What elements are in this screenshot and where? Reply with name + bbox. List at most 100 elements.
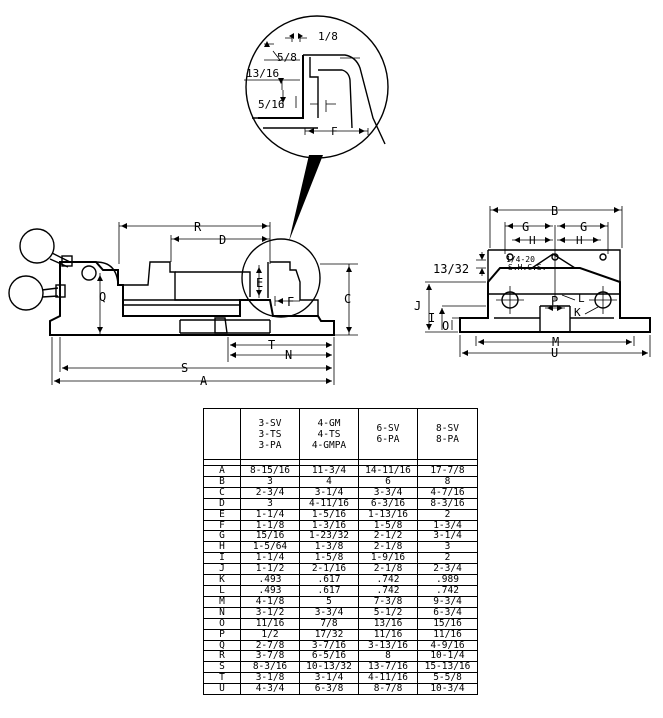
table-cell: 5-5/8 [417,672,478,685]
dim-q: Q [99,290,106,304]
table-row-label: L [203,584,241,597]
table-cell: 8 [358,650,418,663]
table-header-6-series: 6-SV 6-PA [358,408,418,460]
dim-f: F [287,295,294,309]
dim-h-right: H [576,234,583,247]
dim-g-left: G [522,220,529,234]
dim-u: U [551,346,558,360]
table-cell: 2-7/8 [240,639,300,652]
dimensions-table: 3-SV 3-TS 3-PA 4-GM 4-TS 4-GMPA 6-SV 6-P… [203,408,478,696]
table-cell: 2-3/4 [240,486,300,499]
table-cell: 8-7/8 [358,683,418,696]
table-cell: 4-9/16 [417,639,478,652]
table-row: K.493.617.742.989 [203,574,478,586]
table-cell: 17/32 [299,628,359,641]
table-header-8-series: 8-SV 8-PA [417,408,478,460]
dim-b: B [551,204,558,218]
dim-g-right: G [580,220,587,234]
dim-s: S [181,361,188,375]
dim-o: O [442,319,449,333]
dim-r: R [194,220,202,234]
table-row-label: M [203,595,241,608]
table-cell: 8-3/16 [417,497,478,510]
table-cell: 2 [417,552,478,565]
table-cell: 1-3/4 [417,519,478,532]
table-cell: 8-15/16 [240,465,300,477]
table-cell: 11/16 [240,617,300,630]
table-cell: 1-5/8 [299,552,359,565]
table-cell: 1-5/16 [299,508,359,521]
table-cell: 1-13/16 [358,508,418,521]
dim-h-left: H [529,234,536,247]
table-cell: 17-7/8 [417,465,478,477]
table-cell: 1-9/16 [358,552,418,565]
table-row-label: F [203,519,241,532]
detail-1-8: 1/8 [318,30,338,43]
dim-t: T [268,338,275,352]
dim-a: A [200,374,208,388]
dim-j: J [414,299,421,313]
table-cell: 1/2 [240,628,300,641]
dim-c: C [344,292,351,306]
table-cell: 1-3/16 [299,519,359,532]
table-cell: .617 [299,574,359,586]
detail-f: F [331,125,338,138]
table-row-label: C [203,486,241,499]
table-cell: 6-5/16 [299,650,359,663]
table-cell: 1-1/4 [240,508,300,521]
table-cell: 15/16 [417,617,478,630]
table-cell: 3-3/4 [358,486,418,499]
table-cell: 6-3/16 [358,497,418,510]
dim-n: N [285,348,292,362]
table-cell: 3-13/16 [358,639,418,652]
table-spacer-row [203,459,478,466]
table-row-label: Q [203,639,241,652]
table-cell: 4-7/16 [417,486,478,499]
table-cell: .742 [358,584,418,597]
table-cell: 2-1/2 [358,530,418,543]
table-row-label: S [203,661,241,674]
end-view: B G G H H 13/32 1/4-20 S.H.C.S. J I O P … [414,204,651,360]
table-cell: 3 [240,497,300,510]
table-cell: 3-7/16 [299,639,359,652]
table-cell: 15-13/16 [417,661,478,674]
table-row-label: N [203,606,241,619]
table-cell: 3-1/4 [417,530,478,543]
table-cell: 3 [417,541,478,554]
table-row-label: A [203,465,241,477]
table-cell: 5 [299,595,359,608]
table-cell: 4 [299,475,359,488]
table-cell: 8 [417,475,478,488]
table-row-label: B [203,475,241,488]
dim-p: P [551,294,558,308]
table-cell: 1-5/8 [358,519,418,532]
table-cell: 1-23/32 [299,530,359,543]
table-cell: .742 [417,584,478,597]
table-row-label: G [203,530,241,543]
table-header-4-series: 4-GM 4-TS 4-GMPA [299,408,359,460]
table-row-label: P [203,628,241,641]
table-row-label: E [203,508,241,521]
table-cell: 11/16 [417,628,478,641]
table-cell: 4-11/16 [299,497,359,510]
dim-d: D [219,233,226,247]
table-cell: 2-3/4 [417,563,478,576]
table-cell: 6-3/8 [299,683,359,696]
detail-13-16: 13/16 [246,67,279,80]
table-cell: 2-1/8 [358,563,418,576]
table-cell: 10-3/4 [417,683,478,696]
table-cell: 14-11/16 [358,465,418,477]
table-cell: 7-3/8 [358,595,418,608]
table-cell: 1-1/4 [240,552,300,565]
